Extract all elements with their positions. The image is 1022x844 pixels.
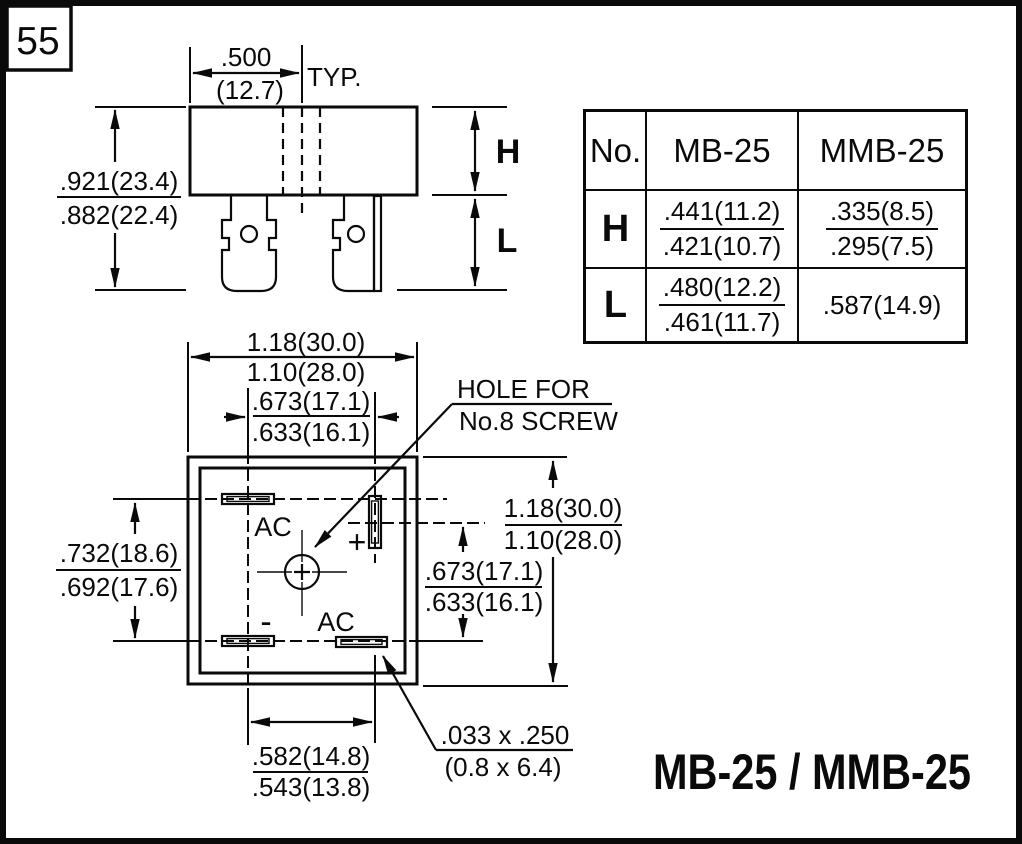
hole-note-line2: No.8 SCREW [459,406,618,436]
left-terminal-hole [239,224,259,244]
table-header-mb25: MB-25 [645,109,799,191]
terminal-slot-plus [367,494,383,550]
dim-pin-span-bottom-min: .543(13.8) [252,772,371,802]
row-H-label: H [583,189,647,269]
dim-pin-span-right-min: .633(16.1) [425,587,544,617]
dimension-table: No. MB-25 MMB-25 H .441(11.2) .421(10.7)… [583,109,968,344]
dim-pin-span-bottom: .582(14.8) .543(13.8) [250,717,373,802]
row-H-mb25: .441(11.2) .421(10.7) [645,189,799,269]
dim-pin-span-top-min: .633(16.1) [252,417,371,447]
dim-mount-span-left-max: .732(18.6) [60,538,179,568]
row-H-mmb25-max: .335(8.5) [825,196,939,230]
dim-right-height-max: 1.18(30.0) [504,493,623,523]
dim-pin-span-right-max: .673(17.1) [425,556,544,586]
side-view-hidden-lines [281,107,322,214]
dim-pitch-min: (12.7) [216,75,284,105]
terminal-slot-ac-bottom [334,635,389,649]
terminal-note-line1: .033 x .250 [441,720,570,750]
dim-overall-height: .921(23.4) .882(22.4) [57,106,186,291]
dim-pin-span-bottom-max: .582(14.8) [252,741,371,771]
terminal-slot-minus [220,634,276,648]
technical-drawing: 55 .500 (12.7) TYP. [6,6,971,802]
dim-top-width-max: 1.18(30.0) [247,327,366,357]
right-terminal-edge [372,194,383,293]
dim-pitch-typ: TYP. [307,62,361,92]
part-title: MB-25 / MMB-25 [653,744,971,800]
table-header-mmb25: MMB-25 [797,109,968,191]
label-ac-top: AC [254,512,292,542]
dim-pin-span-top-max: .673(17.1) [252,386,371,416]
dim-pitch-max: .500 [221,42,272,72]
page-number-frame [6,6,73,72]
mounting-hole [257,530,347,616]
side-view: .500 (12.7) TYP. .921(23.4) .882(22.4) H… [57,42,521,293]
table-row-H: H .441(11.2) .421(10.7) .335(8.5) .295(7… [583,189,968,269]
label-minus: - [260,603,271,641]
dim-top-width: 1.18(30.0) 1.10(28.0) [187,327,418,452]
label-ac-bottom: AC [317,607,355,637]
page-number-box: 55 [6,6,73,72]
row-L-mb25-max: .480(12.2) [658,272,786,306]
row-L-mb25-min: .461(11.7) [663,307,781,337]
centerlines [113,388,485,745]
row-L-mmb25: .587(14.9) [797,267,968,344]
terminal-note: .033 x .250 (0.8 x 6.4) [382,655,573,782]
right-terminal [331,194,383,293]
dim-pin-span-top: .673(17.1) .633(16.1) [224,386,399,447]
hole-note: HOLE FOR No.8 SCREW [314,374,618,548]
right-terminal-hole [346,224,366,244]
dim-height-min: .882(22.4) [60,200,179,230]
dim-height-max: .921(23.4) [60,166,179,196]
table-header-row: No. MB-25 MMB-25 [583,109,968,191]
row-H-mb25-min: .421(10.7) [662,231,782,261]
table-header-no: No. [583,109,647,191]
table-row-L: L .480(12.2) .461(11.7) .587(14.9) [583,267,968,344]
label-plus: + [348,524,367,560]
side-view-body [188,105,419,197]
left-terminal [220,196,278,293]
row-H-mb25-max: .441(11.2) [659,196,785,230]
dim-right-height-min: 1.10(28.0) [504,525,623,555]
dim-mount-span-left-min: .692(17.6) [60,572,179,602]
dim-pin-span-right: .673(17.1) .633(16.1) [425,526,544,638]
top-view-inner-body [198,466,407,675]
dim-pitch: .500 (12.7) TYP. [189,42,361,105]
dim-L-label: L [497,222,518,260]
top-view-outer-body [186,455,419,686]
terminal-note-line2: (0.8 x 6.4) [444,752,561,782]
hole-note-line1: HOLE FOR [457,374,590,404]
row-H-mmb25: .335(8.5) .295(7.5) [797,189,968,269]
dim-right-height: 1.18(30.0) 1.10(28.0) [423,456,623,687]
dim-mount-span-left: .732(18.6) .692(17.6) [56,502,181,639]
page-number: 55 [16,20,59,63]
row-L-mb25: .480(12.2) .461(11.7) [645,267,799,344]
dim-top-width-min: 1.10(28.0) [247,357,366,387]
dim-H-L: H L [397,106,521,291]
top-view: AC + - AC 1.18(30.0) 1.10(28.0) .673(17.… [56,327,622,802]
row-H-mmb25-min: .295(7.5) [829,231,935,261]
row-L-label: L [583,267,647,344]
dim-H-label: H [496,133,521,171]
terminal-slot-ac-top [220,492,276,506]
